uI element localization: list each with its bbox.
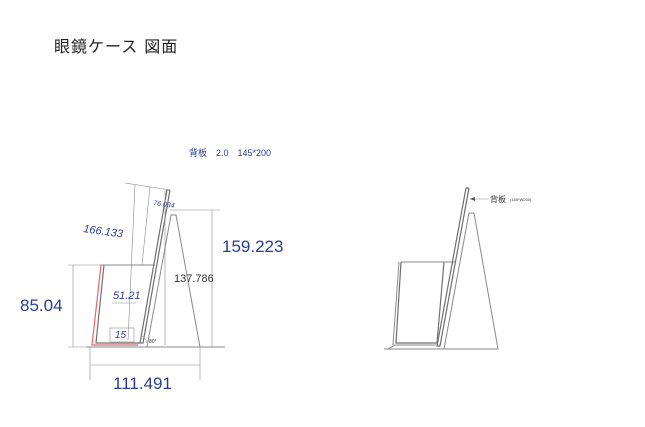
- dim-line-top-offset: [141, 186, 151, 266]
- back-plate-note: 背板 2.0 145*200: [189, 147, 271, 158]
- dim-front-length: 51.21: [113, 290, 141, 302]
- right-back-plate: [436, 187, 470, 347]
- callout-sub: (145*W200): [510, 197, 532, 202]
- dim-total-height: 159.223: [222, 237, 283, 256]
- front-pocket-outline: [95, 264, 140, 344]
- right-view: 背板 (145*W200): [384, 187, 532, 350]
- right-pocket-bottom: [387, 344, 436, 350]
- dim-back-length: 166.133: [83, 223, 125, 241]
- dim-box-bottom: [109, 327, 135, 343]
- right-pocket-inner: [392, 261, 400, 346]
- page-title: 眼鏡ケース 図面: [54, 37, 179, 56]
- right-support-stand: [384, 212, 499, 350]
- callout-arrow: [470, 197, 475, 201]
- front-pocket-edge: [91, 264, 138, 346]
- dim-angle: 80°: [149, 339, 157, 345]
- angle-arc: [141, 335, 148, 344]
- dim-support-height: 137.786: [174, 273, 214, 285]
- left-view: 背板 2.0 145*200 159.223 137.786 166.133 7…: [20, 147, 283, 393]
- dim-line-back-length: [127, 184, 136, 341]
- dim-base-width: 111.491: [113, 374, 172, 393]
- back-plate: [139, 189, 171, 344]
- dim-front-height: 85.04: [20, 296, 63, 315]
- callout-label: 背板: [490, 194, 506, 204]
- dim-ext-back: [124, 182, 171, 191]
- dim-bottom: 15: [115, 330, 127, 341]
- right-front-pocket: [395, 261, 445, 344]
- dim-top-offset: 76.034: [153, 200, 175, 210]
